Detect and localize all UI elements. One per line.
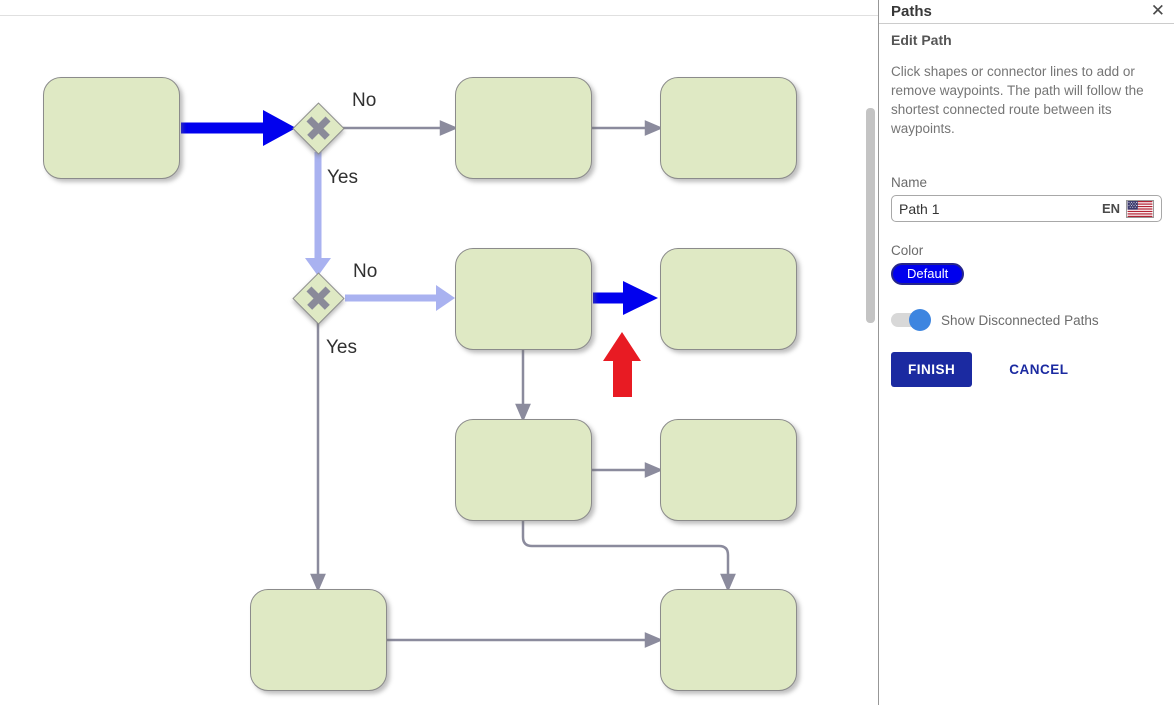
color-field-label: Color [891,243,924,258]
panel-title: Paths [891,3,932,20]
connector-task4-task6[interactable] [515,350,531,423]
canvas-top-divider [0,15,878,16]
actions-row: FINISH CANCEL [891,352,1162,387]
panel-header: Paths ✕ [879,0,1174,24]
connector-gateway2-task8[interactable] [310,322,326,593]
canvas-scrollbar-thumb[interactable] [866,108,875,323]
paths-panel: Paths ✕ Edit Path Click shapes or connec… [878,0,1174,705]
language-code[interactable]: EN [1101,201,1120,216]
flow-node-task-1[interactable] [43,77,180,179]
show-disconnected-paths-toggle[interactable] [891,309,931,331]
edit-path-description: Click shapes or connector lines to add o… [891,64,1144,136]
color-default-badge[interactable]: Default [891,263,965,285]
flow-node-task-8[interactable] [250,589,387,691]
red-pointer-arrow [603,332,641,397]
edge-label-yes-2: Yes [326,337,357,358]
edge-label-yes-1: Yes [327,167,358,188]
section-title: Edit Path [891,32,952,48]
diagram-canvas[interactable]: No Yes No Yes [0,0,878,705]
toggle-knob [909,309,931,331]
flow-node-task-7[interactable] [660,419,797,521]
us-flag-icon[interactable] [1126,199,1154,218]
connector-task2-task3[interactable] [592,120,664,136]
edge-label-no-1: No [352,90,377,111]
edge-label-no-2: No [353,261,378,282]
flow-node-task-4[interactable] [455,248,592,350]
path-segment-task4-task5[interactable] [593,281,658,315]
name-input-group: EN [891,195,1162,222]
show-disconnected-paths-row: Show Disconnected Paths [891,309,1162,331]
cancel-button[interactable]: CANCEL [1009,362,1069,377]
toggle-label: Show Disconnected Paths [941,312,1099,328]
close-icon[interactable]: ✕ [1150,1,1165,20]
flow-node-task-3[interactable] [660,77,797,179]
panel-body: Edit Path Click shapes or connector line… [879,32,1174,387]
connector-task6-task7[interactable] [592,462,664,478]
finish-button[interactable]: FINISH [891,352,973,387]
path-segment-gateway2-task4[interactable] [345,285,455,311]
connector-task6-task9[interactable] [521,521,736,593]
name-field-label: Name [891,175,928,190]
connector-layer [181,110,736,648]
flow-node-task-2[interactable] [455,77,592,179]
path-segment-gateway1-gateway2[interactable] [305,152,331,276]
path-segment-task1-gateway1[interactable] [181,110,296,146]
flow-node-task-6[interactable] [455,419,592,521]
flow-node-task-9[interactable] [660,589,797,691]
name-input[interactable] [899,200,1102,217]
flow-node-task-5[interactable] [660,248,797,350]
connector-task8-task9[interactable] [387,632,664,648]
connector-gateway1-task2[interactable] [343,120,459,136]
